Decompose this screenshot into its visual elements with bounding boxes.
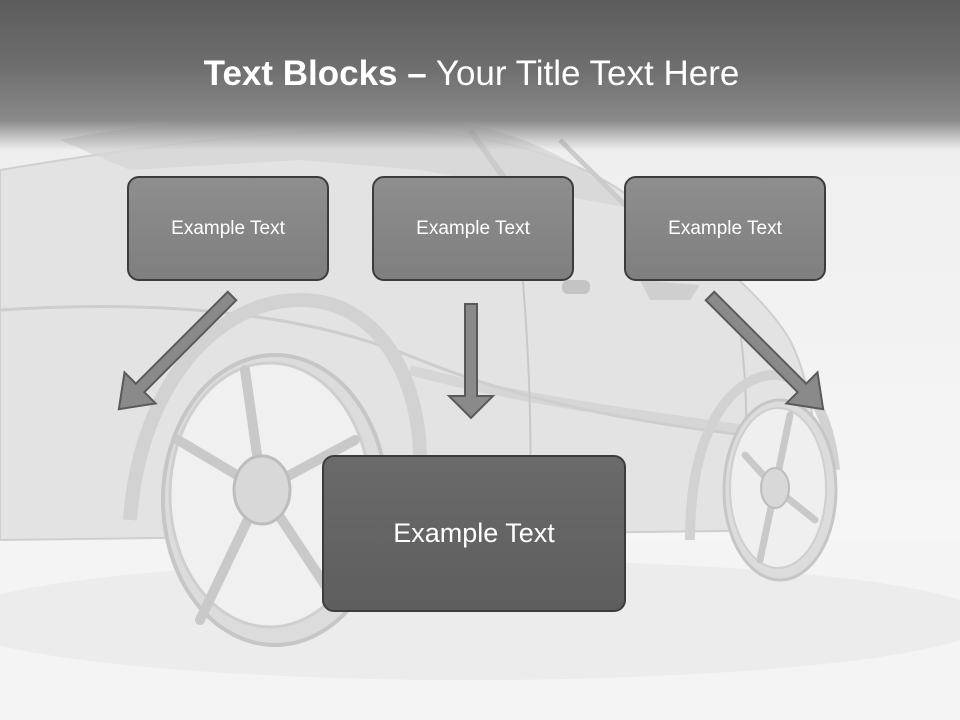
text-block-2: Example Text <box>372 176 574 281</box>
arrow-left-to-target <box>117 290 238 411</box>
arrow-center-to-target <box>446 303 496 420</box>
title-bar <box>0 0 960 150</box>
title-regular-text: Your Title Text Here <box>435 54 740 93</box>
slide-title: Text Blocks – Your Title Text Here <box>0 52 943 96</box>
text-block-1: Example Text <box>127 176 329 281</box>
title-separator: – <box>407 54 427 93</box>
title-bold-text: Text Blocks <box>203 54 398 93</box>
arrow-right-to-target <box>704 290 825 411</box>
text-block-1-label: Example Text <box>171 217 285 239</box>
target-text-block-label: Example Text <box>393 518 555 548</box>
text-block-3-label: Example Text <box>668 217 782 239</box>
text-block-2-label: Example Text <box>416 217 530 239</box>
text-block-3: Example Text <box>624 176 826 281</box>
target-text-block: Example Text <box>322 455 626 612</box>
